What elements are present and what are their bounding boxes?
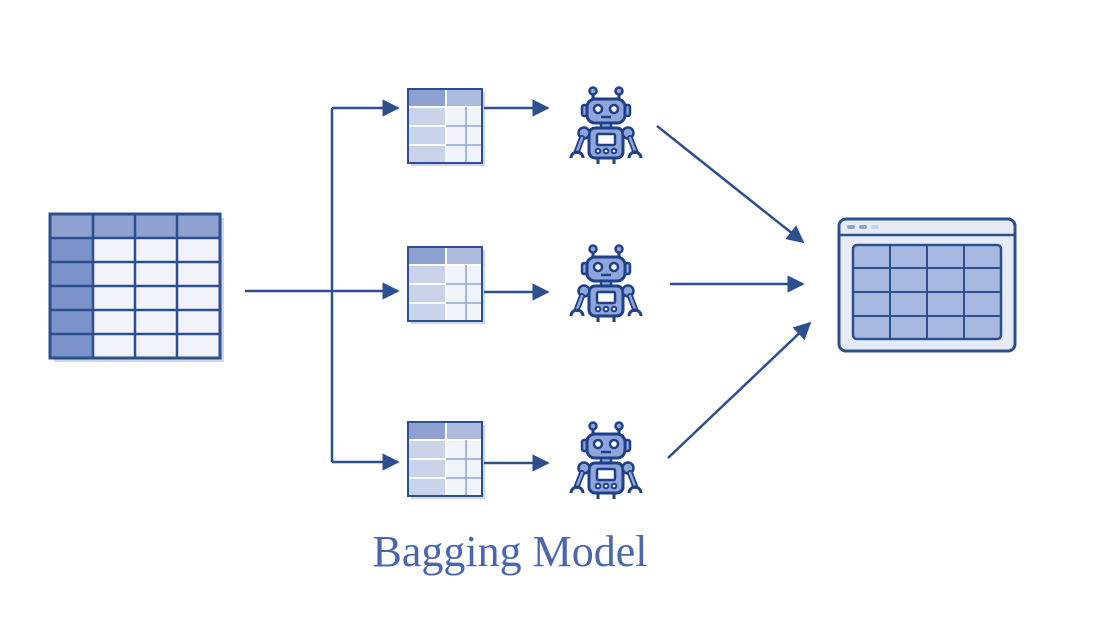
model-to-output-arrow: [667, 321, 812, 459]
dataset-table-icon: [48, 212, 224, 362]
robot-icon: [571, 88, 641, 165]
bootstrap-sample-table-icon: [407, 421, 486, 500]
robot-icon: [571, 423, 641, 500]
bootstrap-split-connector: [245, 99, 400, 471]
diagram-caption: Bagging Model: [372, 527, 648, 576]
bootstrap-sample-table-icon: [407, 88, 486, 167]
robot-icon: [571, 246, 641, 323]
model-to-output-arrow: [656, 125, 805, 244]
output-window-table-icon: [837, 217, 1017, 353]
bootstrap-sample-table-icon: [407, 246, 486, 325]
